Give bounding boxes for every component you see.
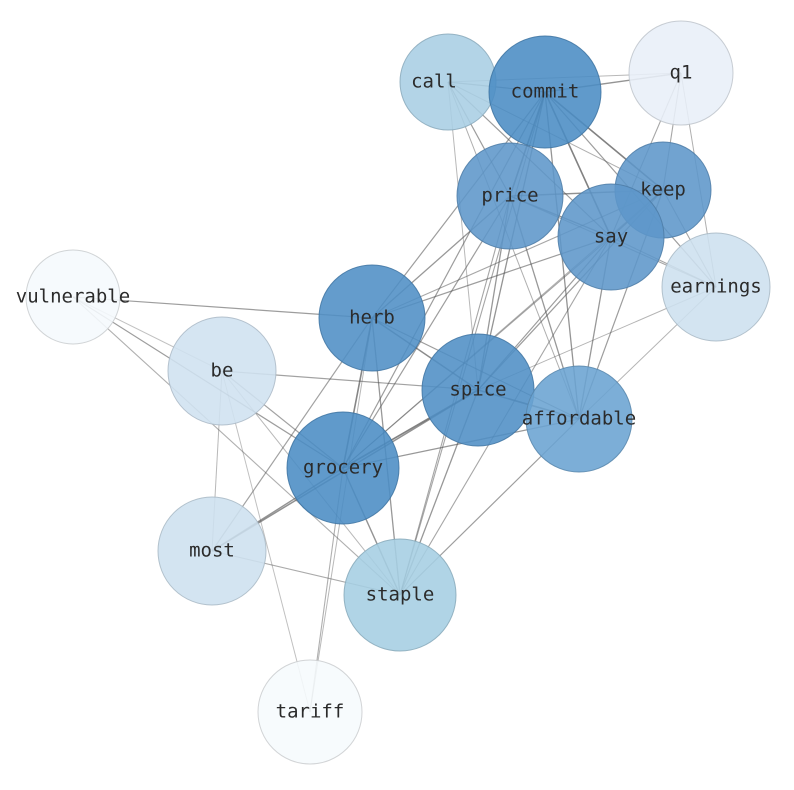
graph-node-earnings[interactable]: earnings [661,232,771,342]
graph-edge [447,81,580,420]
graph-edge [221,370,311,713]
node-circle[interactable] [421,333,535,447]
node-circle[interactable] [488,35,602,149]
graph-node-price[interactable]: price [456,142,564,250]
node-label: herb [349,307,395,329]
node-label: commit [511,81,580,103]
graph-node-vulnerable[interactable]: vulnerable [16,249,130,345]
node-circle[interactable] [456,142,564,250]
nodes-layer: call commit q1 price keep say earnings vulnerab… [16,20,771,765]
graph-node-staple[interactable]: staple [343,538,457,652]
node-label: staple [366,584,435,606]
node-label: be [211,360,234,382]
graph-node-q1[interactable]: q1 [628,20,734,126]
graph-node-most[interactable]: most [157,496,267,606]
graph-node-spice[interactable]: spice [421,333,535,447]
node-label: call [411,71,457,93]
node-label: price [481,185,538,207]
node-circle[interactable] [661,232,771,342]
node-circle[interactable] [318,264,426,372]
node-circle[interactable] [257,659,363,765]
graph-node-be[interactable]: be [167,316,277,426]
node-circle[interactable] [167,316,277,426]
graph-node-say[interactable]: say [557,183,665,291]
node-label: tariff [276,701,345,723]
node-label: keep [640,179,686,201]
graph-node-call[interactable]: call [399,33,497,131]
node-label: earnings [670,276,762,298]
graph-node-grocery[interactable]: grocery [286,411,400,525]
node-label: vulnerable [16,286,130,308]
node-label: say [594,226,628,248]
graph-edge [72,296,401,596]
node-circle[interactable] [557,183,665,291]
node-circle[interactable] [157,496,267,606]
graph-node-commit[interactable]: commit [488,35,602,149]
node-circle[interactable] [628,20,734,126]
graph-node-affordable[interactable]: affordable [522,365,636,473]
node-circle[interactable] [525,365,633,473]
node-circle[interactable] [25,249,121,345]
node-label: q1 [670,62,693,84]
node-label: spice [449,379,506,401]
node-label: most [189,540,235,562]
graph-node-tariff[interactable]: tariff [257,659,363,765]
node-label: affordable [522,408,636,430]
graph-node-herb[interactable]: herb [318,264,426,372]
node-label: grocery [303,457,383,479]
node-circle[interactable] [286,411,400,525]
node-circle[interactable] [343,538,457,652]
